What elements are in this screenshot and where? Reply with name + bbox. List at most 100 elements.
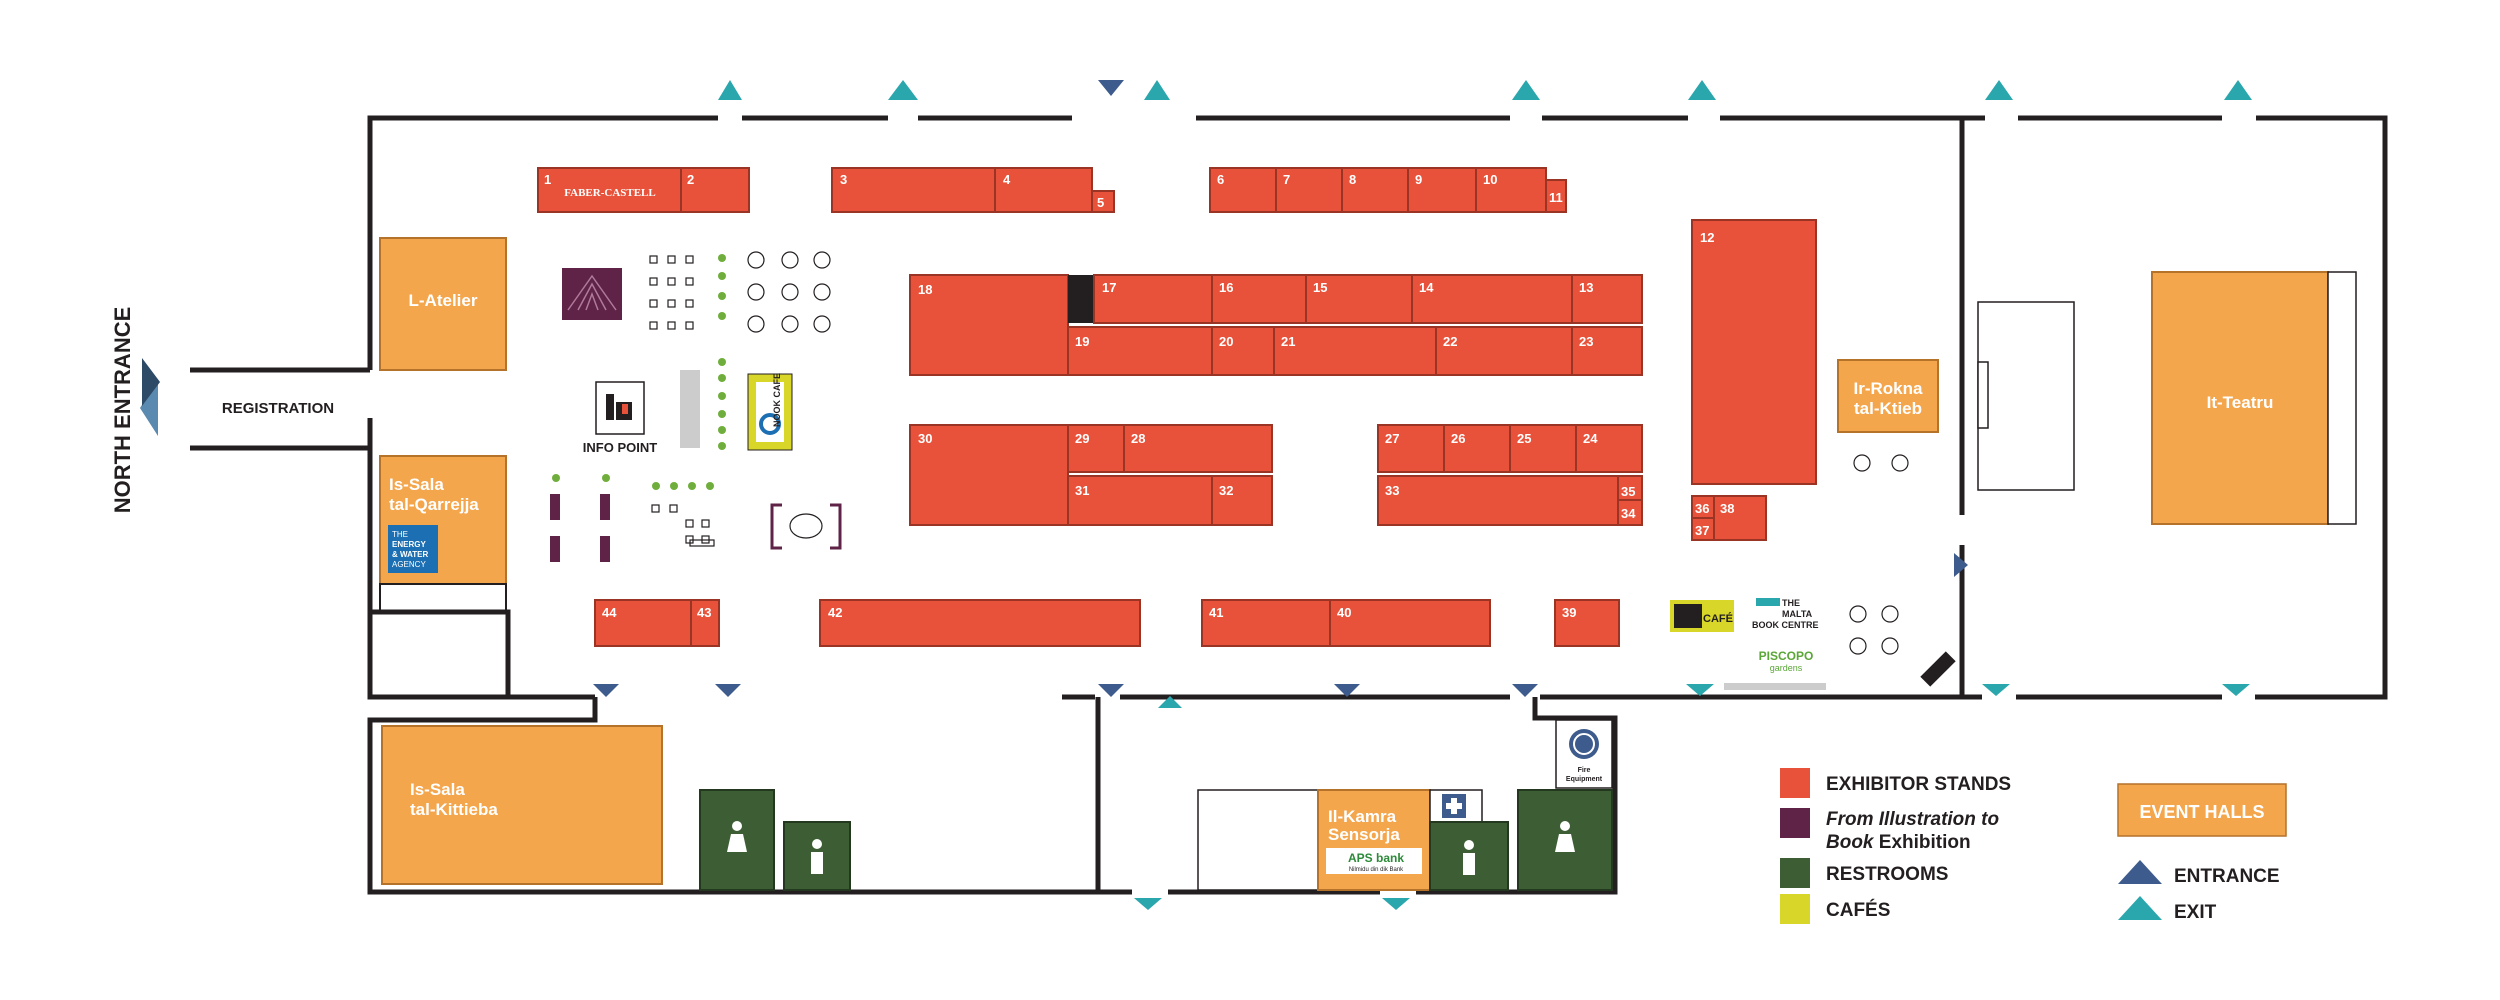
hall-is-sala-tal-kittieba[interactable]: Is-Sala tal-Kittieba xyxy=(381,725,663,885)
stand-21[interactable]: 21 xyxy=(1273,326,1437,376)
stand-15[interactable]: 15 xyxy=(1305,274,1413,324)
illustration-exhibition-area[interactable] xyxy=(562,268,622,320)
svg-text:37: 37 xyxy=(1695,523,1709,538)
stand-43[interactable]: 43 xyxy=(690,599,720,647)
svg-text:& WATER: & WATER xyxy=(392,550,429,559)
plants xyxy=(552,254,726,490)
info-point[interactable]: INFO POINT xyxy=(583,381,657,455)
stand-36[interactable]: 36 xyxy=(1691,495,1715,519)
first-aid-room[interactable] xyxy=(1429,789,1483,823)
svg-text:It-Teatru: It-Teatru xyxy=(2207,393,2274,412)
stand-26[interactable]: 26 xyxy=(1443,424,1511,473)
stand-8[interactable]: 8 xyxy=(1341,167,1409,213)
entrance-arrow xyxy=(142,358,160,406)
legend-entrance-icon xyxy=(2118,860,2162,884)
building-walls xyxy=(190,115,2388,895)
nook-cafe[interactable]: NOOK CAFE xyxy=(747,373,793,451)
exit-arrow xyxy=(1512,80,1540,100)
entrance-arrow xyxy=(1512,684,1538,697)
hall-il-kamra-sensorja[interactable]: Il-Kamra Sensorja APS bank Nilmidu din d… xyxy=(1317,789,1431,891)
stand-19[interactable]: 19 xyxy=(1067,326,1213,376)
stand-33[interactable]: 33 xyxy=(1377,475,1619,526)
stand-31[interactable]: 31 xyxy=(1067,475,1213,526)
stand-20[interactable]: 20 xyxy=(1211,326,1275,376)
stand-4[interactable]: 4 xyxy=(994,167,1093,213)
exit-arrow xyxy=(140,380,158,436)
stand-3[interactable]: 3 xyxy=(831,167,996,213)
svg-text:25: 25 xyxy=(1517,431,1531,446)
svg-text:40: 40 xyxy=(1337,605,1351,620)
energy-water-agency-logo xyxy=(388,525,438,573)
stand-39[interactable]: 39 xyxy=(1554,599,1620,647)
seating-tables xyxy=(649,251,1909,655)
hall-it-teatru[interactable]: It-Teatru xyxy=(2151,271,2357,525)
entrance-arrow xyxy=(715,684,741,697)
stand-18[interactable]: 18 xyxy=(909,274,1069,376)
hall-is-sala-tal-qarrejja[interactable]: Is-Sala tal-Qarrejja THE ENERGY & WATER … xyxy=(379,455,507,585)
cafe[interactable]: CAFÉ xyxy=(1670,600,1734,632)
exit-arrow xyxy=(2222,684,2250,696)
hall-ir-rokna-tal-ktieb[interactable]: Ir-Rokna tal-Ktieb xyxy=(1837,359,1939,433)
stand-1[interactable]: 1 FABER-CASTELL xyxy=(537,167,682,213)
stand-12[interactable]: 12 xyxy=(1691,219,1817,485)
stand-7[interactable]: 7 xyxy=(1275,167,1343,213)
svg-text:21: 21 xyxy=(1281,334,1295,349)
stand-2[interactable]: 2 xyxy=(680,167,750,213)
stand-44[interactable]: 44 xyxy=(594,599,692,647)
restroom-female-1[interactable] xyxy=(699,789,775,891)
stand-25[interactable]: 25 xyxy=(1509,424,1577,473)
stand-27[interactable]: 27 xyxy=(1377,424,1445,473)
svg-text:NOOK CAFE: NOOK CAFE xyxy=(772,373,782,427)
counter xyxy=(680,370,700,448)
stand-10[interactable]: 10 xyxy=(1475,167,1547,213)
svg-text:22: 22 xyxy=(1443,334,1457,349)
stand-35[interactable]: 35 xyxy=(1617,475,1643,501)
hall-l-atelier[interactable]: L-Atelier xyxy=(379,237,507,371)
svg-text:18: 18 xyxy=(918,282,932,297)
stand-5[interactable]: 5 xyxy=(1091,190,1115,213)
stand-28[interactable]: 28 xyxy=(1123,424,1273,473)
svg-text:Nilmidu din dik Bank: Nilmidu din dik Bank xyxy=(1349,867,1404,873)
stand-16[interactable]: 16 xyxy=(1211,274,1307,324)
stand-24[interactable]: 24 xyxy=(1575,424,1643,473)
stand-30[interactable]: 30 xyxy=(909,424,1069,526)
entrance-markers xyxy=(142,80,1968,697)
legend-illustration-line2: Book Exhibition xyxy=(1826,832,1971,853)
stand-42[interactable]: 42 xyxy=(819,599,1141,647)
exit-arrow xyxy=(1158,696,1182,708)
north-entrance-label: NORTH ENTRANCE xyxy=(110,307,135,514)
stand-17[interactable]: 17 xyxy=(1093,274,1213,324)
stand-32[interactable]: 32 xyxy=(1211,475,1273,526)
stand-40[interactable]: 40 xyxy=(1329,599,1491,647)
svg-text:PISCOPO: PISCOPO xyxy=(1759,649,1814,663)
svg-text:Sensorja: Sensorja xyxy=(1328,825,1400,844)
restroom-male-1[interactable] xyxy=(783,821,851,891)
stand-14[interactable]: 14 xyxy=(1411,274,1573,324)
legend-exhibitor-stands: EXHIBITOR STANDS xyxy=(1826,774,2011,795)
svg-text:27: 27 xyxy=(1385,431,1399,446)
stand-29[interactable]: 29 xyxy=(1067,424,1125,473)
svg-text:9: 9 xyxy=(1415,172,1422,187)
exit-arrow xyxy=(1688,80,1716,100)
stand-11[interactable]: 11 xyxy=(1545,179,1567,213)
exhibitor-stands: 1 FABER-CASTELL 2 3 4 5 6 7 8 9 10 11 12… xyxy=(537,167,1817,647)
stand-6[interactable]: 6 xyxy=(1209,167,1277,213)
stand-9[interactable]: 9 xyxy=(1407,167,1477,213)
stand-13[interactable]: 13 xyxy=(1571,274,1643,324)
stand-34[interactable]: 34 xyxy=(1617,499,1643,526)
stand-37[interactable]: 37 xyxy=(1691,517,1715,541)
svg-text:tal-Kittieba: tal-Kittieba xyxy=(410,800,498,819)
svg-text:APS bank: APS bank xyxy=(1348,851,1404,865)
restroom-male-2[interactable] xyxy=(1429,821,1509,891)
registration-label: REGISTRATION xyxy=(222,400,334,417)
svg-text:THE: THE xyxy=(392,530,408,539)
svg-text:38: 38 xyxy=(1720,501,1734,516)
exit-arrow xyxy=(1134,898,1162,910)
restroom-female-2[interactable] xyxy=(1517,789,1613,891)
stage-step xyxy=(1977,361,1989,429)
stand-41[interactable]: 41 xyxy=(1201,599,1331,647)
stand-22[interactable]: 22 xyxy=(1435,326,1573,376)
legend-swatch-cafe xyxy=(1780,894,1810,924)
stand-23[interactable]: 23 xyxy=(1571,326,1643,376)
stand-38[interactable]: 38 xyxy=(1713,495,1767,541)
